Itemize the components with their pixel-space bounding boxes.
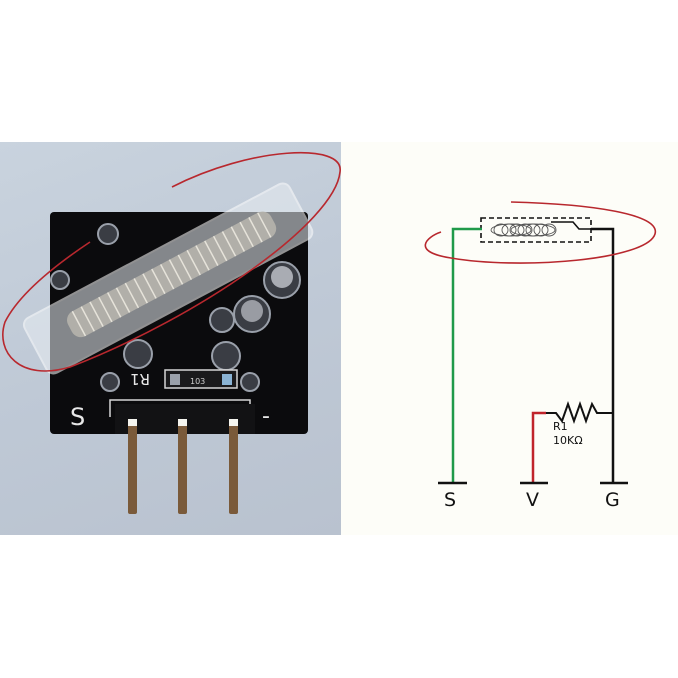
vcc-wire xyxy=(531,411,546,483)
ground-wire xyxy=(591,227,615,483)
module-illustration: 103 R1 S - xyxy=(2,152,341,514)
pcb-label-minus: - xyxy=(262,404,270,429)
signal-wire xyxy=(451,227,482,483)
svg-text:R1: R1 xyxy=(130,370,150,388)
resistor-ref-label: R1 xyxy=(553,420,568,433)
sensor-module-photo: 103 R1 S - xyxy=(0,142,341,535)
spring-icon xyxy=(490,223,557,237)
svg-text:103: 103 xyxy=(190,377,205,386)
highlight-ellipse xyxy=(424,201,656,264)
resistor-value-label: 10KΩ xyxy=(553,434,583,447)
pcb-label-s: S xyxy=(70,403,85,431)
circuit-schematic xyxy=(424,201,656,485)
switch-enclosure xyxy=(480,217,592,243)
terminal-v-label: V xyxy=(526,489,539,511)
terminal-s-label: S xyxy=(444,489,457,511)
schematic-panel: R1 10KΩ S V G xyxy=(341,142,678,535)
terminal-g-label: G xyxy=(605,489,620,511)
resistor-icon xyxy=(546,400,613,425)
highlight-ellipse xyxy=(2,152,341,372)
